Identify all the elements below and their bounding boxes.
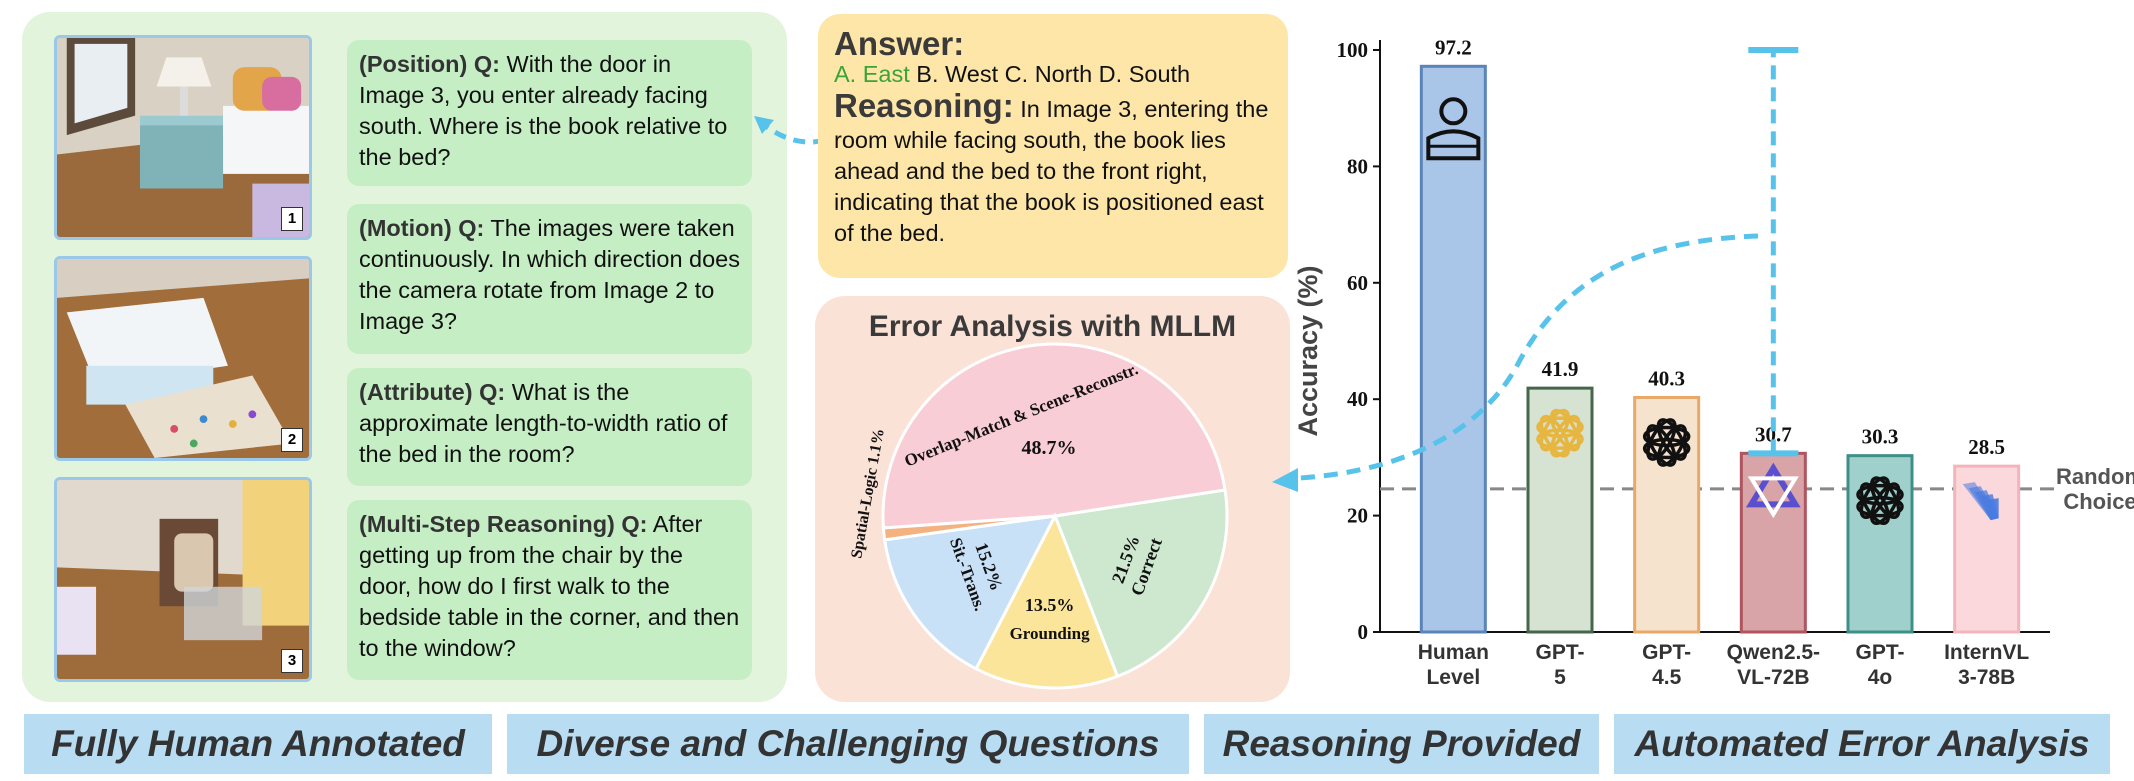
question-marker: Q: — [458, 215, 485, 241]
y-tick-label: 60 — [1347, 271, 1368, 295]
person-icon — [1426, 97, 1481, 161]
openai-logo-icon — [1536, 408, 1584, 458]
reasoning-text: In Image 3, entering the room while faci… — [834, 96, 1269, 246]
question-multi-step: (Multi-Step Reasoning) Q: After getting … — [347, 500, 752, 680]
bedroom-photo-icon — [57, 38, 309, 237]
y-tick-label: 20 — [1347, 504, 1368, 528]
banner-fully-human-annotated: Fully Human Annotated — [24, 714, 492, 774]
question-marker: Q: — [621, 511, 648, 537]
question-text: After getting up from the chair by the d… — [359, 511, 740, 661]
error-pie-chart: Overlap-Match & Scene-Reconstr.48.7%21.5… — [848, 342, 1229, 690]
y-tick-label: 80 — [1347, 154, 1368, 178]
bedroom-photo-icon — [57, 480, 309, 679]
error-analysis-box: Error Analysis with MLLM Overlap-Match &… — [815, 296, 1290, 702]
banner-automated-error-analysis: Automated Error Analysis — [1614, 714, 2110, 774]
banner-reasoning-provided: Reasoning Provided — [1204, 714, 1599, 774]
x-tick-label: 4o — [1868, 666, 1893, 689]
x-tick-label: VL-72B — [1737, 666, 1809, 689]
other-options: B. West C. North D. South — [909, 61, 1191, 87]
bar-0 — [1419, 64, 1487, 634]
question-type-label: (Attribute) — [359, 379, 473, 405]
pie-slice-grounding — [974, 512, 1120, 690]
question-type-label: (Position) — [359, 51, 468, 77]
question-position: (Position) Q: With the door in Image 3, … — [347, 40, 752, 186]
bar-value-label: 40.3 — [1648, 366, 1685, 390]
room-image-1: 1 — [54, 35, 312, 240]
x-tick-label: GPT- — [1855, 641, 1904, 664]
reasoning: Reasoning: In Image 3, entering the room… — [834, 87, 1272, 249]
y-tick-label: 40 — [1347, 387, 1368, 411]
x-tick-label: InternVL — [1944, 641, 2029, 664]
qwen-logo-icon — [1745, 462, 1801, 519]
y-axis-label: Accuracy (%) — [1295, 265, 1323, 436]
y-tick-label: 0 — [1358, 620, 1369, 644]
x-tick-label: 5 — [1554, 666, 1566, 689]
bar-value-label: 41.9 — [1542, 357, 1579, 381]
x-tick-label: GPT- — [1642, 641, 1691, 664]
correct-option: A. East — [834, 61, 910, 87]
question-panel: 1 2 3 (Position) — [22, 12, 787, 702]
x-tick-label: Level — [1426, 666, 1480, 689]
error-analysis-title: Error Analysis with MLLM — [868, 310, 1237, 343]
openai-logo-icon — [1642, 418, 1691, 467]
image-number-label: 2 — [281, 428, 303, 452]
image-number-label: 1 — [281, 207, 303, 231]
bar-value-label: 97.2 — [1435, 35, 1472, 59]
room-image-2: 2 — [54, 256, 312, 461]
pie-label: Grounding — [1010, 624, 1091, 643]
question-motion: (Motion) Q: The images were taken contin… — [347, 204, 752, 354]
question-type-label: (Motion) — [359, 215, 452, 241]
banner-diverse-questions: Diverse and Challenging Questions — [507, 714, 1189, 774]
x-tick-label: 3-78B — [1958, 666, 2015, 689]
question-text: The images were taken continuously. In w… — [359, 215, 741, 334]
room-image-3: 3 — [54, 477, 312, 682]
bar-value-label: 30.3 — [1862, 425, 1899, 449]
pie-value-label: 48.7% — [1022, 437, 1077, 459]
question-type-label: (Multi-Step Reasoning) — [359, 511, 615, 537]
random-choice-label: Random — [2056, 464, 2134, 489]
question-text: What is the approximate length-to-width … — [359, 379, 728, 467]
pie-slice-correct — [1052, 488, 1229, 679]
question-text: With the door in Image 3, you enter alre… — [359, 51, 728, 170]
pie-slice-spatial-logic — [881, 514, 1056, 542]
pie-slice-sit-trans- — [882, 514, 1058, 671]
question-marker: Q: — [479, 379, 506, 405]
answer-box: Answer: A. East B. West C. North D. Sout… — [818, 14, 1288, 278]
x-tick-label: 4.5 — [1652, 666, 1682, 689]
y-tick-label: 100 — [1337, 38, 1369, 62]
bar-4 — [1846, 454, 1914, 634]
random-choice-label: Choice — [2063, 489, 2134, 514]
x-tick-label: GPT- — [1535, 641, 1584, 664]
image-number-label: 3 — [281, 649, 303, 673]
internvl-logo-icon — [1962, 482, 1999, 521]
x-tick-label: Qwen2.5- — [1727, 641, 1820, 664]
pie-value-label: 13.5% — [1025, 595, 1075, 615]
openai-logo-icon — [1856, 476, 1904, 525]
bar-value-label: 28.5 — [1968, 435, 2005, 459]
pie-label: Spatial-Logic 1.1% — [848, 427, 888, 560]
question-marker: Q: — [473, 51, 500, 77]
bedroom-photo-icon — [57, 259, 309, 458]
pie-slice-overlap-match-scene-reconstr- — [881, 342, 1227, 530]
reasoning-heading: Reasoning: — [834, 87, 1014, 124]
answer-options: A. East B. West C. North D. South — [834, 59, 1272, 90]
x-tick-label: Human — [1418, 641, 1489, 664]
answer-heading: Answer: — [834, 25, 965, 62]
question-attribute: (Attribute) Q: What is the approximate l… — [347, 368, 752, 486]
error-analysis-link-arrow — [1272, 233, 1759, 492]
